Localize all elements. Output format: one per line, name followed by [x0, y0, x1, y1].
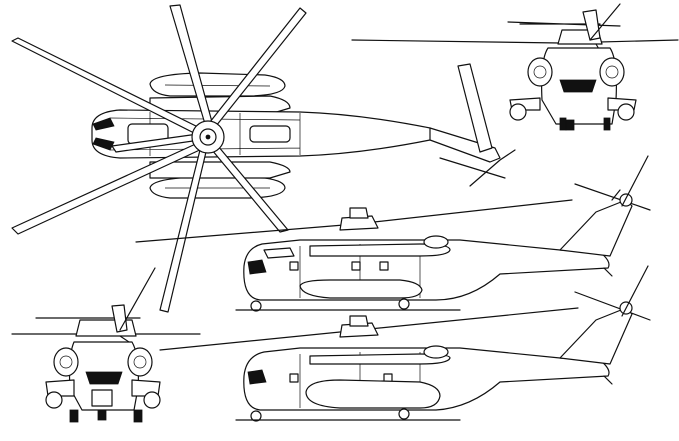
plan-view-main-rotor: [11, 4, 307, 313]
front-view-upper: [351, 3, 679, 131]
plan-view-engines: [149, 95, 291, 179]
plan-view: [11, 4, 516, 313]
side-view-upper: [135, 155, 651, 312]
plan-view-tail: [429, 63, 516, 187]
front-view-lower: [11, 267, 201, 423]
plan-view-fuselage: [91, 109, 441, 159]
side-view-lower: [159, 265, 651, 422]
